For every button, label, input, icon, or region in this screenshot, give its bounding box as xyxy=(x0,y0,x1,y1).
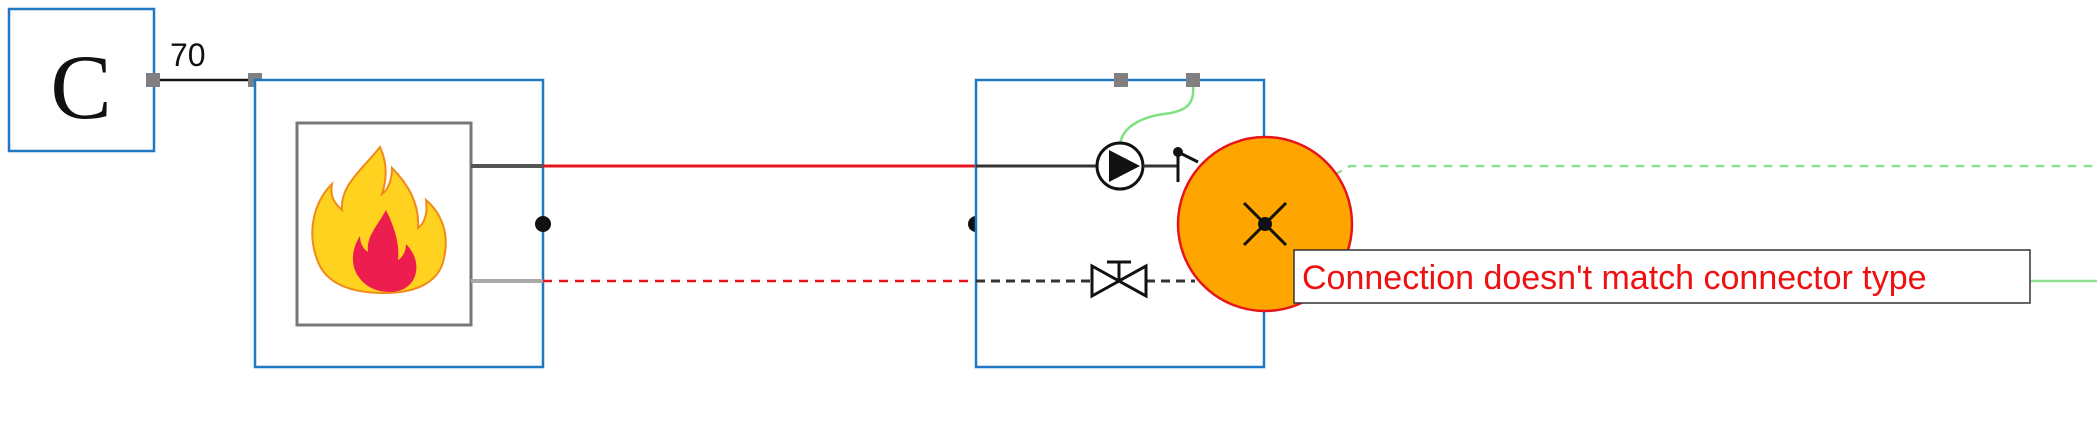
pump-icon xyxy=(1095,141,1199,191)
error-message: Connection doesn't match connector type xyxy=(1302,259,1927,297)
error-x-icon xyxy=(1242,201,1288,247)
pump-block-top-port-1[interactable] xyxy=(1114,73,1128,87)
valve-icon xyxy=(1090,260,1148,299)
flame-icon xyxy=(311,145,447,295)
pump-block-top-port-2[interactable] xyxy=(1186,73,1200,87)
constant-output-port[interactable] xyxy=(146,73,160,87)
heater-junction-dot xyxy=(535,216,551,232)
green-dashed-connection[interactable] xyxy=(1319,164,2097,185)
error-tooltip: Connection doesn't match connector type xyxy=(1293,249,2031,304)
constant-letter: C xyxy=(50,36,111,138)
signal-wire xyxy=(1118,86,1195,146)
connection-value-label: 70 xyxy=(170,37,206,73)
constant-block[interactable]: C xyxy=(7,7,156,153)
